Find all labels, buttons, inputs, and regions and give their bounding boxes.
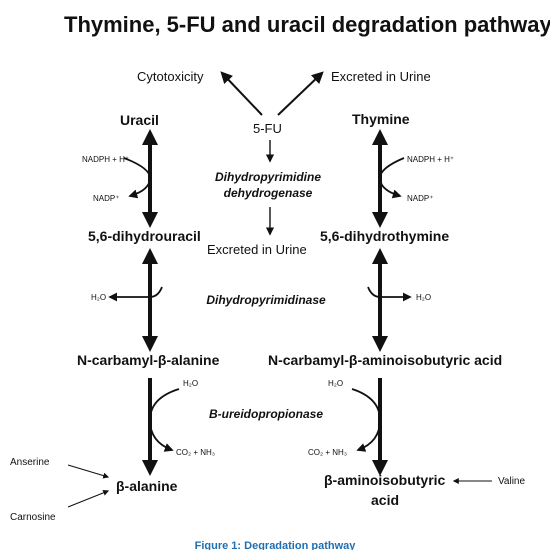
- left-nadph-label: NADPH + H⁺: [82, 155, 129, 164]
- enzyme-dpd-line2: dehydrogenase: [224, 186, 313, 200]
- left-water-label-1: H₂O: [91, 293, 106, 302]
- arrow-5fu-to-excretion: [277, 71, 324, 116]
- diagram-title: Thymine, 5-FU and uracil degradation pat…: [64, 12, 550, 37]
- anserine-label: Anserine: [10, 457, 50, 468]
- left-water-label-2: H₂O: [183, 379, 198, 388]
- left-nadp-label: NADP⁺: [93, 194, 119, 203]
- aiba-label-line1: β-aminoisobutyric: [324, 472, 446, 488]
- cofactor-line-right-2: [367, 286, 412, 302]
- cofactor-curve-right-3: [351, 388, 381, 452]
- 5fu-label: 5-FU: [253, 121, 282, 136]
- left-co2-label: CO₂ + NH₃: [176, 448, 215, 457]
- beta-alanine-label: β-alanine: [116, 478, 178, 494]
- cofactor-curve-right-1: [379, 157, 405, 199]
- right-water-label-1: H₂O: [416, 293, 431, 302]
- dihydrouracil-label: 5,6-dihydrouracil: [88, 228, 201, 244]
- right-nadp-label: NADP⁺: [407, 194, 433, 203]
- enzyme-dhp-label: Dihydropyrimidinase: [206, 293, 326, 307]
- carbamyl-aiba-label: N-carbamyl-β-aminoisobutyric acid: [268, 352, 502, 368]
- excreted-urine-mid-label: Excreted in Urine: [207, 242, 307, 257]
- carnosine-label: Carnosine: [10, 512, 56, 523]
- cytotoxicity-label: Cytotoxicity: [137, 69, 204, 84]
- cofactor-curve-left-3: [149, 388, 180, 452]
- enzyme-dpd-line1: Dihydropyrimidine: [215, 170, 321, 184]
- dihydrothymine-label: 5,6-dihydrothymine: [320, 228, 449, 244]
- right-water-label-2: H₂O: [328, 379, 343, 388]
- thymine-label: Thymine: [352, 111, 410, 127]
- right-co2-label: CO₂ + NH₃: [308, 448, 347, 457]
- uracil-label: Uracil: [120, 112, 159, 128]
- figure-caption: Figure 1: Degradation pathway: [195, 540, 357, 550]
- arrow-anserine: [67, 464, 110, 479]
- cofactor-line-left-2: [108, 286, 163, 302]
- arrow-5fu-to-cytotoxicity: [220, 71, 263, 116]
- enzyme-bup-label: B-ureidopropionase: [209, 407, 323, 421]
- cofactor-curve-left-1: [123, 157, 151, 199]
- excreted-urine-top-label: Excreted in Urine: [331, 69, 431, 84]
- carbamyl-alanine-label: N-carbamyl-β-alanine: [77, 352, 220, 368]
- right-nadph-label: NADPH + H⁺: [407, 155, 454, 164]
- valine-label: Valine: [498, 476, 525, 487]
- aiba-label-line2: acid: [371, 492, 399, 508]
- arrow-carnosine: [67, 489, 110, 508]
